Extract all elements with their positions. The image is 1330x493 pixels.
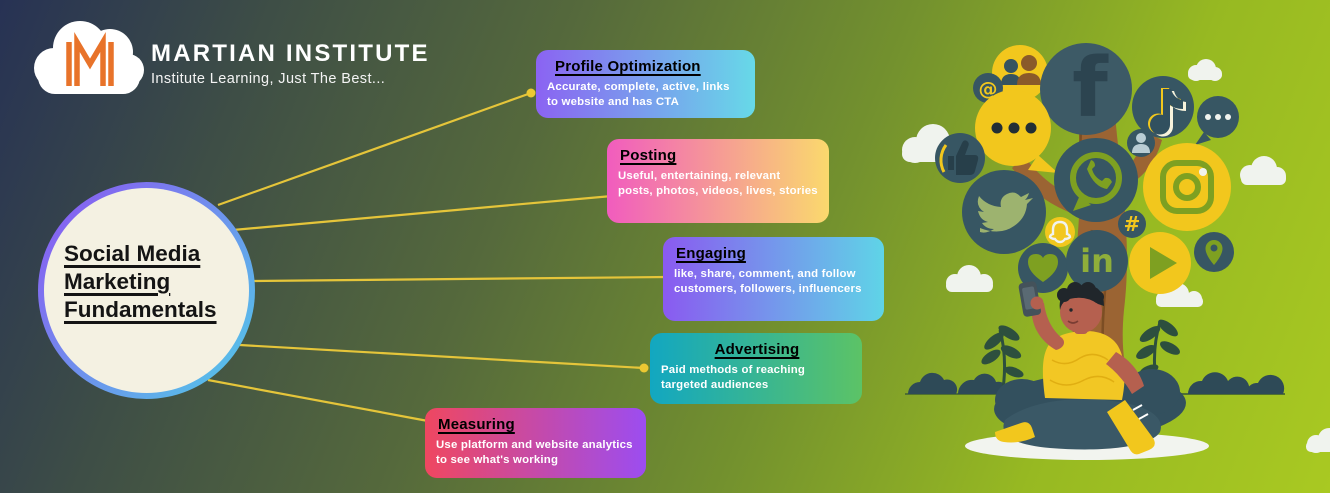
- connector-advertising: [239, 343, 645, 370]
- node-description: Useful, entertaining, relevant posts, ph…: [618, 170, 818, 198]
- bush-shape: [908, 372, 1285, 394]
- instagram-icon: [1143, 143, 1231, 231]
- node-title: Engaging: [676, 245, 746, 262]
- node-description: Paid methods of reaching targeted audien…: [661, 364, 806, 392]
- node-title: Posting: [620, 147, 677, 164]
- node-description: like, share, comment, and follow custome…: [674, 268, 862, 296]
- connector-dot: [526, 88, 536, 98]
- youtube-play-icon: [1129, 232, 1191, 294]
- svg-text:@: @: [979, 78, 998, 100]
- linkedin-icon: in: [1066, 230, 1128, 292]
- hair: [1057, 282, 1104, 310]
- brand-name: MARTIAN INSTITUTE: [151, 40, 430, 67]
- user-icon: [1127, 129, 1155, 157]
- twitter-icon: [962, 170, 1046, 254]
- node-title: Profile Optimization: [555, 58, 701, 75]
- facebook-icon: f: [1040, 41, 1132, 136]
- central-topic-circle: Social Media Marketing Fundamentals: [38, 182, 255, 399]
- node-card-profile-optimization: Profile Optimization Accurate, complete,…: [536, 50, 755, 118]
- connector-line-group: [207, 91, 668, 423]
- group-icon: [992, 45, 1048, 101]
- svg-text:in: in: [1080, 242, 1114, 280]
- eye: [1069, 308, 1073, 312]
- node-description: Accurate, complete, active, links to web…: [547, 81, 730, 109]
- node-title: Advertising: [714, 341, 800, 358]
- brand-text-block: MARTIAN INSTITUTE Institute Learning, Ju…: [151, 40, 430, 87]
- location-pin-icon: [1194, 232, 1234, 272]
- raised-arm: [1032, 303, 1064, 350]
- connector-measuring: [207, 378, 429, 423]
- svg-text:#: #: [1124, 212, 1141, 236]
- node-title: Measuring: [438, 416, 515, 433]
- connector-engaging: [251, 275, 668, 283]
- svg-text:f: f: [1072, 41, 1109, 136]
- node-card-posting: Posting Useful, entertaining, relevant p…: [607, 139, 829, 223]
- shoe: [995, 400, 1155, 455]
- thumbs-up-icon: [935, 133, 985, 183]
- central-topic-title: Social Media Marketing Fundamentals: [44, 188, 249, 324]
- node-card-engaging: Engaging like, share, comment, and follo…: [663, 237, 884, 321]
- shirt: [1042, 331, 1125, 400]
- smile: [1067, 320, 1079, 324]
- central-title-line: Marketing: [64, 269, 171, 294]
- node-description: Use platform and website analytics to se…: [436, 439, 633, 467]
- hand: [1030, 296, 1044, 310]
- resting-arm: [1106, 352, 1144, 394]
- hashtag-icon: #: [1118, 210, 1146, 238]
- connector-dot: [639, 363, 649, 373]
- whatsapp-icon: [1054, 138, 1138, 222]
- plant-shape: [981, 319, 1180, 397]
- shirt-pattern: [1049, 353, 1115, 386]
- node-card-advertising: Advertising Paid methods of reaching tar…: [650, 333, 862, 404]
- connector-posting: [232, 194, 613, 232]
- snapchat-icon: [1045, 217, 1075, 247]
- martian-institute-logo: [34, 21, 144, 94]
- speech-bubble-icon: [975, 90, 1058, 173]
- tiktok-icon: [1132, 76, 1194, 138]
- chat-dots-icon: [1195, 96, 1239, 145]
- node-card-measuring: Measuring Use platform and website analy…: [425, 408, 646, 478]
- social-media-tree-illustration: @ f: [902, 41, 1330, 460]
- central-title-line: Social Media: [64, 241, 201, 266]
- heart-icon: [1018, 243, 1068, 293]
- connector-profile-optimization: [217, 91, 532, 207]
- person-illustration: [965, 281, 1209, 460]
- central-title-line: Fundamentals: [64, 297, 217, 322]
- m-monogram-icon: [66, 31, 114, 86]
- brand-tagline: Institute Learning, Just The Best...: [151, 71, 386, 87]
